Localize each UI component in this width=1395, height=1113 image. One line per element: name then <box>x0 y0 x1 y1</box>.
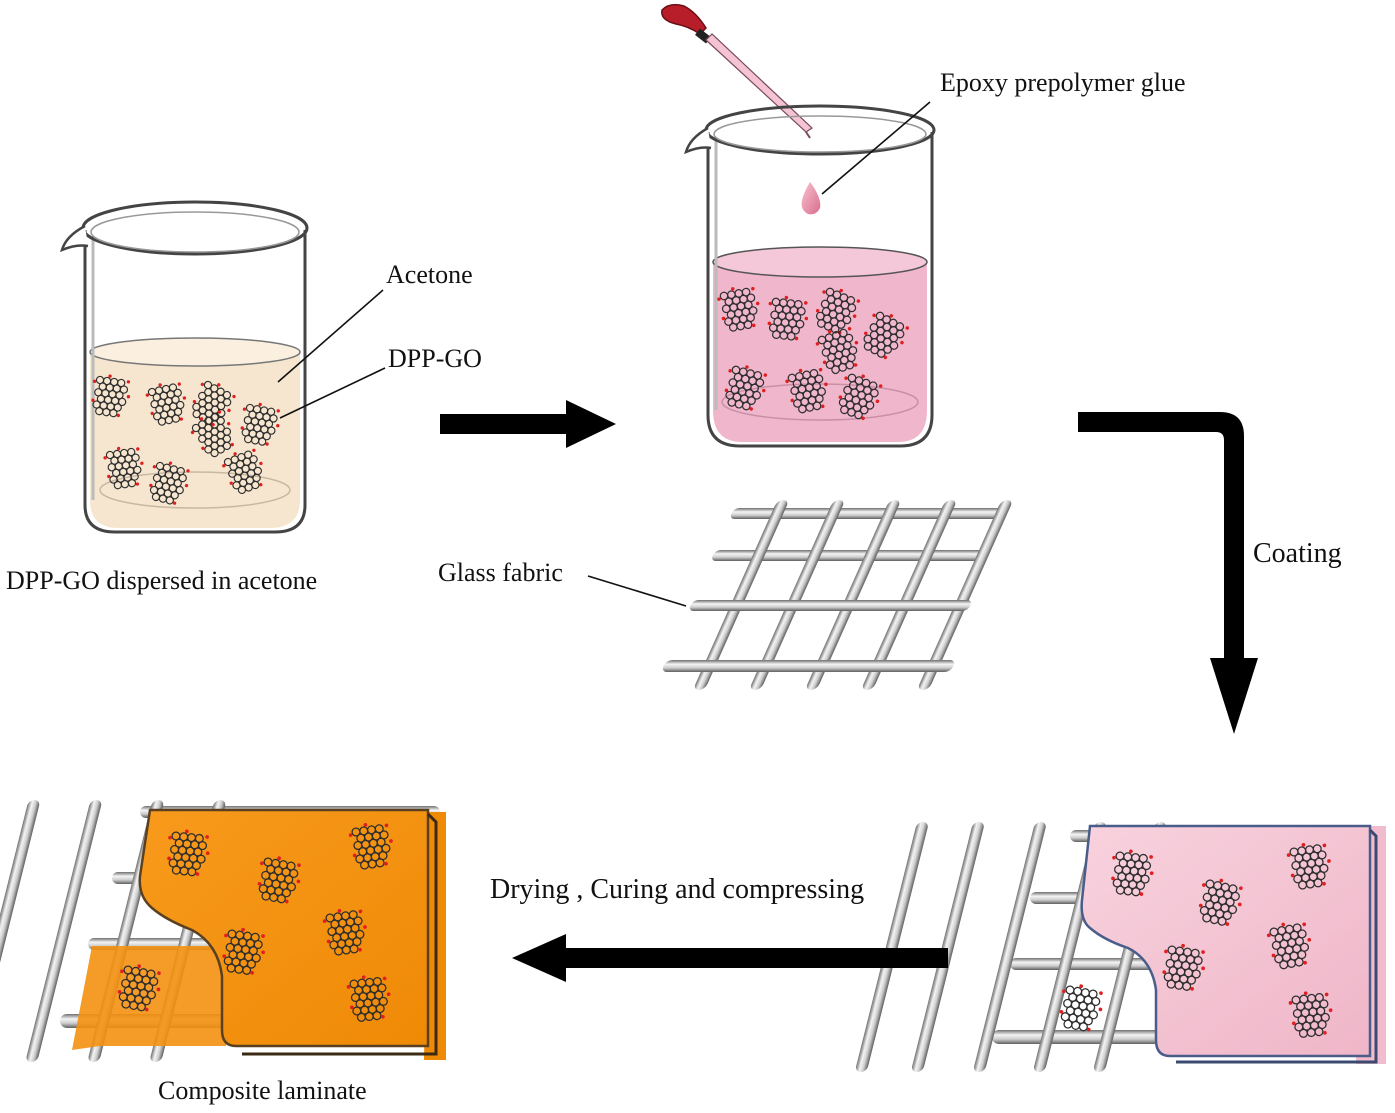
beaker-acetone <box>60 200 386 534</box>
beaker-epoxy <box>684 101 936 448</box>
label-glass-fabric: Glass fabric <box>438 558 563 587</box>
caption-beaker-acetone: DPP-GO dispersed in acetone <box>6 566 318 595</box>
label-drying: Drying , Curing and compressing <box>490 874 865 905</box>
caption-composite-laminate: Composite laminate <box>158 1076 367 1105</box>
label-epoxy: Epoxy prepolymer glue <box>940 68 1186 97</box>
label-coating: Coating <box>1253 538 1342 569</box>
arrow-left <box>512 934 948 982</box>
dropper <box>661 3 813 139</box>
coated-sheet <box>856 822 1386 1072</box>
label-acetone: Acetone <box>386 260 473 289</box>
arrow-down-elbow <box>1078 412 1258 734</box>
label-dpp-go: DPP-GO <box>388 344 482 373</box>
glass-fabric <box>587 500 1012 690</box>
arrow-right <box>440 400 616 448</box>
composite-laminate <box>0 800 446 1062</box>
